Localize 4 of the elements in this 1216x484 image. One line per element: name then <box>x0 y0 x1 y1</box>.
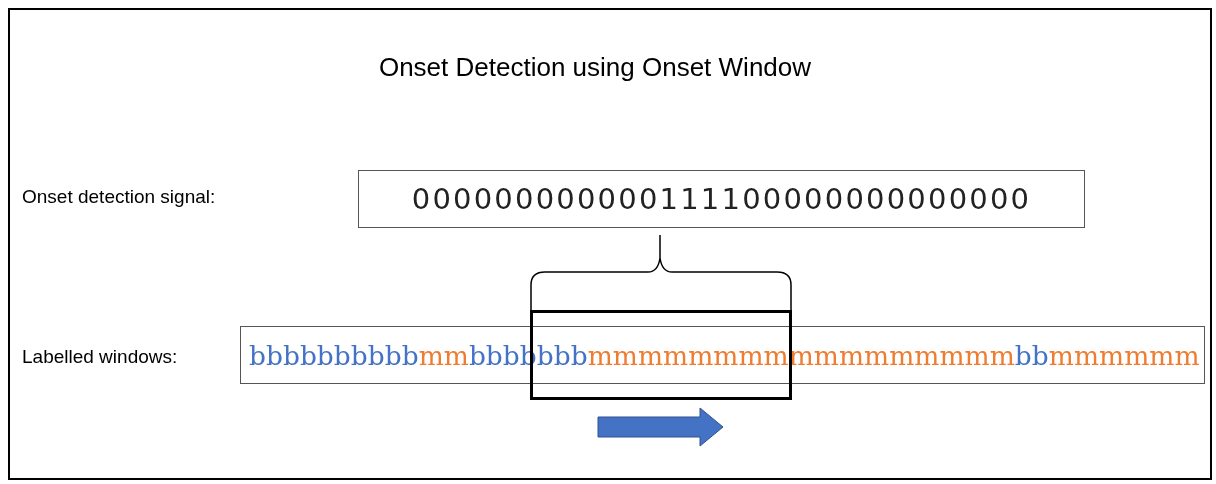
diagram-title: Onset Detection using Onset Window <box>377 52 813 83</box>
windows-label: Labelled windows: <box>22 346 178 368</box>
signal-box: 000000000000111100000000000000 <box>358 170 1085 228</box>
signal-label: Onset detection signal: <box>22 186 216 208</box>
